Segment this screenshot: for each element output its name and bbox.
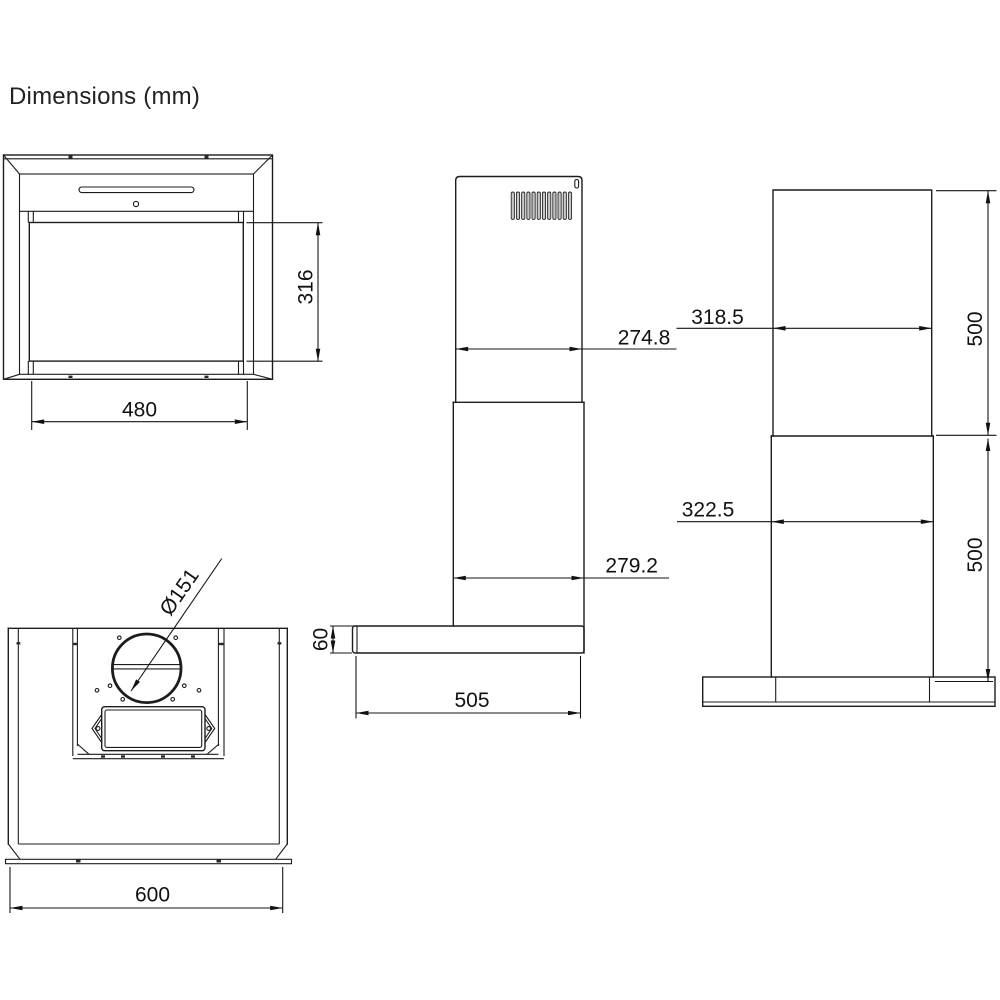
glass-panel bbox=[28, 221, 244, 362]
dim-label-body-width: 600 bbox=[135, 884, 170, 907]
dim-lower-chimney-height: 500 bbox=[935, 438, 993, 683]
dim-label-upper-chimney-depth: 274.8 bbox=[618, 327, 671, 350]
dim-label-lower-chimney-height: 500 bbox=[964, 537, 987, 572]
dim-lower-chimney-depth: 279.2 bbox=[453, 555, 669, 581]
handle-slot bbox=[78, 186, 195, 194]
tab-hole-left bbox=[95, 726, 101, 731]
dim-label-body-height: 60 bbox=[309, 628, 332, 651]
mounting-tab-right-inner bbox=[204, 718, 213, 739]
page-title: Dimensions (mm) bbox=[9, 83, 201, 110]
front-inner-frame bbox=[18, 173, 255, 375]
control-light bbox=[132, 200, 140, 208]
front-edge-band bbox=[4, 858, 293, 865]
upper-chimney-side bbox=[455, 175, 583, 403]
dim-label-upper-chimney-width: 318.5 bbox=[691, 306, 744, 329]
dim-upper-chimney-width: 318.5 bbox=[676, 306, 932, 331]
recess-bevel-left bbox=[77, 743, 90, 755]
chimney-front-view: 318.5 322.5 500 500 bbox=[676, 189, 997, 707]
screw-holes bbox=[94, 635, 202, 702]
front-view: 316 480 bbox=[2, 154, 323, 430]
upper-chimney-front bbox=[772, 189, 933, 437]
mounting-tab-left-inner bbox=[94, 718, 103, 739]
hood-body-side bbox=[351, 625, 585, 654]
dim-outlet-diameter: Ø151 bbox=[130, 558, 223, 692]
vent-grille bbox=[510, 191, 573, 220]
mounting-tab-right bbox=[204, 714, 216, 743]
dim-body-width: 600 bbox=[9, 867, 284, 913]
bottom-bevel-right bbox=[275, 843, 288, 860]
dim-label-body-depth: 505 bbox=[454, 689, 489, 712]
cord-clip bbox=[574, 178, 580, 189]
bottom-view: Ø151 600 bbox=[4, 558, 293, 913]
bevel-bottom-right bbox=[253, 373, 273, 380]
front-outer-frame bbox=[2, 154, 274, 381]
dim-label-front-height: 316 bbox=[294, 269, 317, 304]
dim-front-height: 316 bbox=[246, 222, 323, 362]
dim-label-outlet-diameter: Ø151 bbox=[156, 565, 204, 620]
dim-body-height: 60 bbox=[309, 625, 355, 654]
recess-bevel-right bbox=[206, 743, 220, 755]
dim-front-width: 480 bbox=[31, 381, 248, 430]
dim-label-upper-chimney-height: 500 bbox=[964, 311, 987, 346]
mounting-tab-left bbox=[91, 714, 103, 743]
dim-label-front-width: 480 bbox=[122, 399, 157, 422]
hood-body-front bbox=[702, 676, 996, 707]
motor-recess bbox=[72, 628, 225, 760]
dim-upper-chimney-depth: 274.8 bbox=[455, 327, 677, 352]
exhaust-outlet-circle bbox=[110, 632, 183, 704]
dim-lower-chimney-width: 322.5 bbox=[677, 499, 934, 525]
dim-label-lower-chimney-depth: 279.2 bbox=[605, 555, 658, 578]
bottom-bevel-left bbox=[7, 843, 21, 860]
tab-hole-right bbox=[206, 726, 212, 731]
bevel-bottom-left bbox=[3, 373, 20, 380]
side-view: 274.8 279.2 60 505 bbox=[309, 175, 677, 719]
bevel-top-right bbox=[253, 154, 273, 175]
dim-body-depth: 505 bbox=[355, 656, 582, 719]
junction-box bbox=[91, 706, 216, 752]
bevel-top-left bbox=[3, 154, 20, 175]
dim-label-lower-chimney-width: 322.5 bbox=[682, 499, 735, 522]
dim-upper-chimney-height: 500 bbox=[936, 190, 997, 436]
